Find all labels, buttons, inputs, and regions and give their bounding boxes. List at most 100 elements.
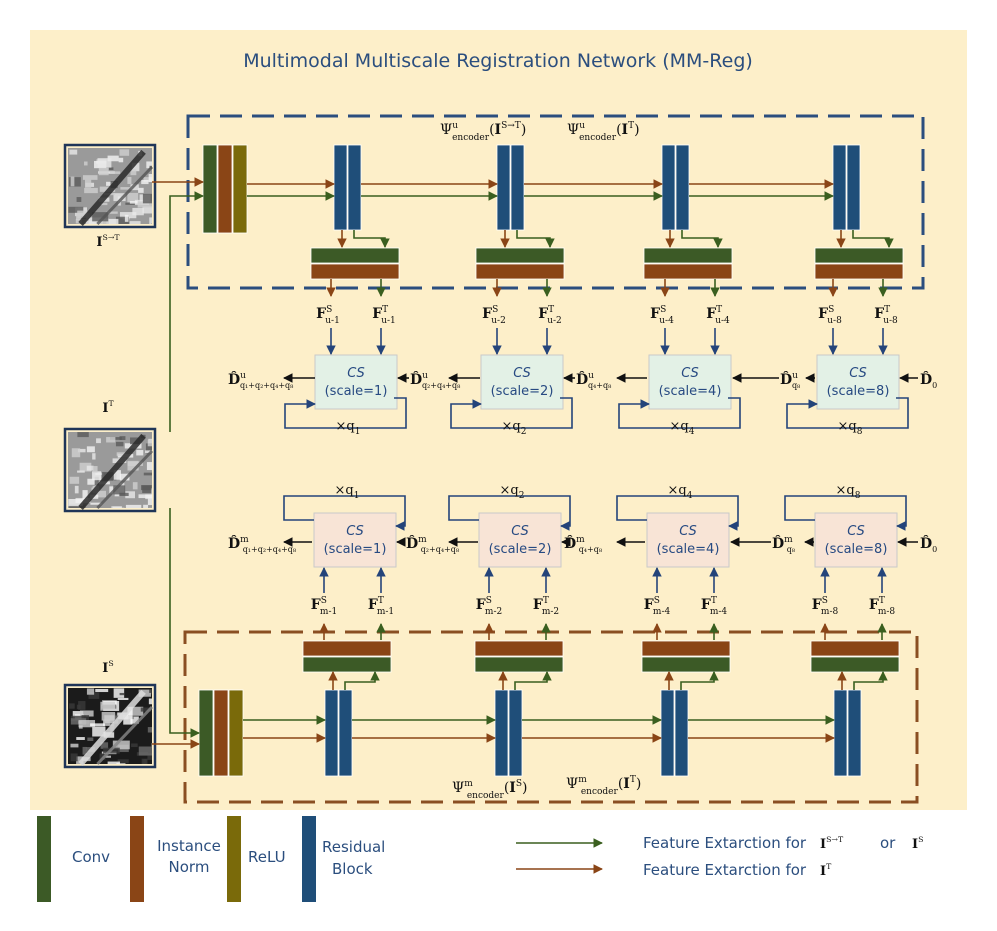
upper-cs-module-4: [816, 354, 900, 410]
legend-conv-swatch: [37, 816, 51, 902]
upper-feature-s-label-4-main: F: [818, 306, 828, 322]
lower-loop-label-2-text: ×q: [500, 483, 519, 498]
target-image-thumbnail-texture: [74, 485, 79, 494]
lower-encoder-label-source-sup: m: [464, 779, 473, 789]
upper-feature-t-label-3-sub: u-4: [715, 316, 730, 326]
warped-image-thumbnail-texture: [127, 177, 132, 184]
lower-feature-s-label-1-sup: S: [321, 596, 327, 606]
target-image-thumbnail-road: [78, 433, 146, 510]
legend-arrow-s-symbol-2: IS: [912, 835, 923, 852]
source-image-thumbnail-texture: [88, 692, 100, 699]
lower-residual-block-3-right: [674, 689, 689, 777]
lower-feature-t-label-3-sub: m-4: [710, 607, 728, 617]
target-image-thumbnail-texture: [71, 448, 81, 458]
source-image-thumbnail-road2: [96, 705, 154, 766]
upper-feature-t-label-4-sup: T: [884, 305, 890, 315]
lower-residual-block-4-right: [847, 689, 862, 777]
target-image-thumbnail-texture: [77, 432, 89, 438]
upper-deform-label-2-main: D̂: [410, 370, 422, 388]
source-image-thumbnail-texture: [100, 701, 115, 711]
warped-image-thumbnail-texture: [118, 157, 124, 163]
legend-arrow-s-label: Feature Extarction for: [643, 834, 807, 852]
lower-encoder-label-target-sup: m: [578, 775, 587, 785]
target-image-thumbnail-texture: [146, 462, 152, 471]
upper-cs-module-2-scale: (scale=2): [491, 384, 554, 399]
upper-cs-module-3-title: CS: [681, 366, 699, 381]
legend-arrow-s-symbol-2-main: I: [912, 837, 918, 852]
diagram-title: Multimodal Multiscale Registration Netwo…: [243, 50, 753, 72]
lower-feature-s-label-1-sub: m-1: [320, 607, 337, 617]
legend-norm-swatch: [130, 816, 144, 902]
source-image-thumbnail-texture: [76, 756, 84, 764]
upper-deform-label-2-sup: u: [422, 371, 428, 381]
source-image-thumbnail-texture: [87, 737, 94, 742]
upper-deform-label-3-sub: q₄+q₈: [588, 381, 611, 390]
upper-deform-label-1-sup: u: [240, 371, 246, 381]
upper-loop-label-4-sub: 8: [857, 427, 863, 437]
upper-res-to-bar-t-4: [852, 230, 894, 248]
warped-image-thumbnail-road: [78, 149, 146, 226]
lower-cs-module-4: [814, 512, 898, 568]
lower-split-bar-1-top: [302, 640, 392, 657]
upper-loop-label-2-text: ×q: [502, 419, 521, 434]
warped-image-thumbnail-texture: [70, 176, 75, 187]
target-image-label-main: I: [102, 401, 108, 416]
warped-image-thumbnail-texture: [76, 197, 82, 202]
warped-image-thumbnail-texture: [106, 218, 119, 224]
lower-split-bar-4-bottom: [810, 656, 900, 673]
target-to-upper-arrow: [169, 191, 204, 432]
warped-image-thumbnail-texture: [108, 167, 114, 170]
legend-arrow-s-symbol-1: IS→T: [820, 835, 844, 852]
lower-cs-module-3: [646, 512, 730, 568]
lower-deform-label-4-sub: q₈: [787, 545, 795, 554]
lower-cs-module-2-scale: (scale=2): [489, 542, 552, 557]
source-image-thumbnail-texture: [78, 701, 86, 710]
upper-encoder-label-warped-arg: I: [495, 122, 502, 138]
target-image-thumbnail-texture: [125, 491, 136, 499]
target-image-thumbnail-frame: [63, 427, 157, 513]
warped-image-thumbnail-texture: [146, 161, 152, 169]
legend-arrow-t-symbol-sup: T: [826, 862, 832, 871]
upper-deform-label-1-sub: q₁+q₂+q₄+q₈: [240, 381, 293, 390]
source-image-thumbnail-texture: [130, 716, 139, 724]
source-image-thumbnail-texture: [70, 753, 78, 762]
lower-feature-t-label-1-sup: T: [378, 596, 384, 606]
upper-split-bar-2-bottom: [475, 263, 565, 280]
target-image-thumbnail-texture: [92, 466, 98, 473]
target-image-thumbnail-texture: [143, 504, 149, 508]
lower-loop-label-3-text: ×q: [668, 483, 687, 498]
warped-image-thumbnail-texture: [129, 221, 141, 224]
lower-cs-loop-2: [448, 495, 571, 531]
warped-image-thumbnail-texture: [120, 187, 133, 190]
lower-deform-label-1-sub: q₁+q₂+q₄+q₈: [243, 545, 296, 554]
upper-residual-block-1-right: [347, 144, 362, 231]
warped-image-thumbnail-texture: [84, 187, 98, 194]
upper-loop-label-3-sub: 4: [689, 427, 695, 437]
legend-arrow-s-symbol-2-sup: S: [918, 835, 923, 844]
target-image-thumbnail-texture: [87, 478, 98, 485]
upper-loop-label-3-text: ×q: [670, 419, 689, 434]
warped-image-thumbnail-texture: [92, 212, 109, 222]
lower-cs-module-3-title: CS: [679, 524, 697, 539]
source-image-thumbnail-texture: [149, 689, 152, 693]
target-image-label: IT: [102, 399, 114, 416]
source-image-thumbnail-texture: [119, 692, 125, 696]
source-image-thumbnail-texture: [140, 707, 152, 712]
upper-residual-block-2-left: [496, 144, 511, 231]
lower-feature-s-label-3-main: F: [644, 597, 654, 613]
lower-cs-module-1-title: CS: [346, 524, 364, 539]
upper-deform-label-0-sub: 0: [932, 381, 937, 390]
upper-loop-label-2-sub: 2: [521, 427, 527, 437]
source-image-thumbnail-texture: [78, 720, 96, 728]
legend-arrow-t-label: Feature Extarction for: [643, 861, 807, 879]
legend-arrow-t-symbol: IT: [820, 862, 832, 879]
warped-image-thumbnail-texture: [127, 192, 139, 203]
upper-encoder-label-target-paren-close: ): [634, 122, 639, 138]
lower-feature-s-label-1-main: F: [311, 597, 321, 613]
source-image-thumbnail-texture: [90, 723, 105, 727]
